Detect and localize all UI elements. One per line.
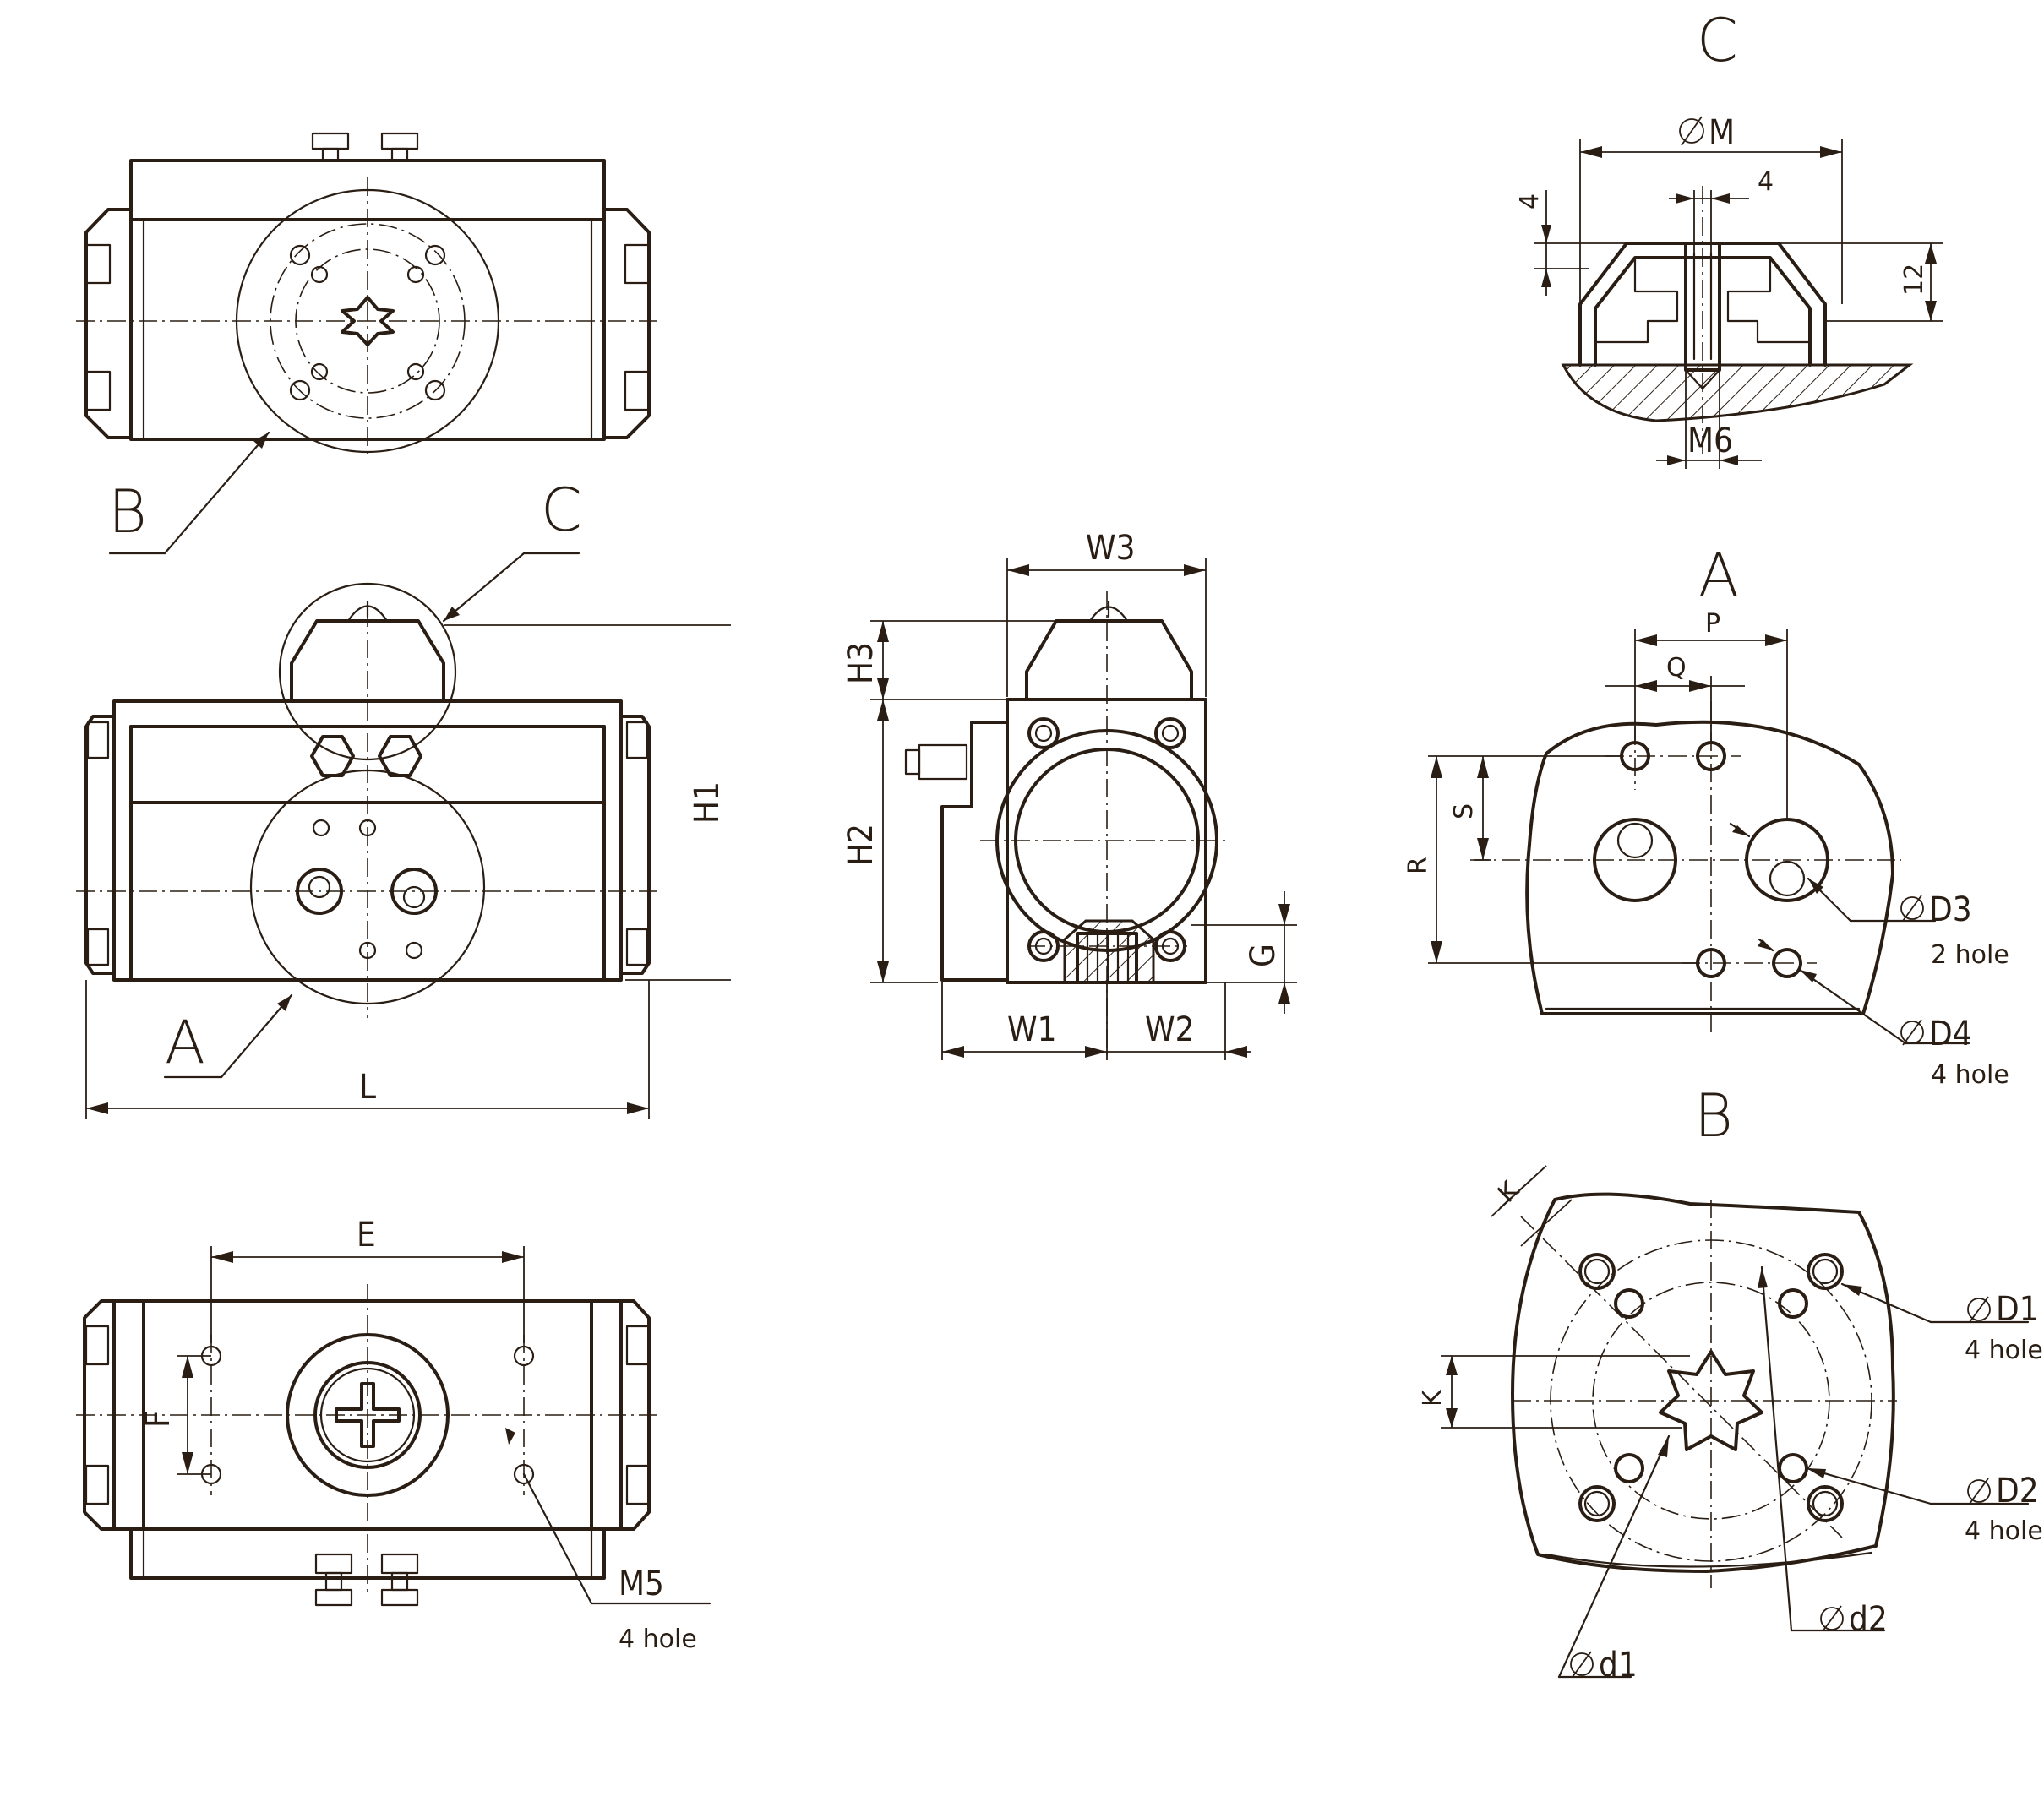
callout-D1-label: D1: [1996, 1290, 2039, 1329]
callout-D2-note: 4 hole: [1965, 1516, 2043, 1546]
dim-H3: H3: [842, 642, 880, 684]
dim-K-vertical: K: [1418, 1389, 1447, 1407]
dim-M6: M6: [1687, 422, 1733, 460]
title-detail-A: A: [1698, 541, 1739, 610]
dim-H1: H1: [688, 781, 727, 824]
label-view-C-front: C: [541, 476, 582, 545]
detail-B: B K K: [1418, 1081, 2043, 1685]
detail-C: C M 4 4: [1515, 6, 1943, 469]
callout-M5-label: M5: [619, 1565, 664, 1603]
dim-4-height: 4: [1515, 193, 1545, 210]
dim-M: M: [1709, 113, 1735, 152]
callout-D4-note: 4 hole: [1931, 1060, 2009, 1090]
dim-G: G: [1244, 944, 1283, 967]
dim-K-diagonal: K: [1492, 1175, 1526, 1209]
title-detail-C: C: [1697, 6, 1738, 75]
dim-L: L: [359, 1068, 376, 1107]
callout-D3-note: 2 hole: [1931, 940, 2009, 970]
dim-W3: W3: [1086, 529, 1135, 568]
top-view: B: [76, 132, 659, 555]
dim-F: F: [139, 1410, 177, 1428]
callout-D3-label: D3: [1929, 890, 1972, 929]
bottom-view: E F M5 4 hole: [76, 1216, 711, 1654]
callout-d2-label: d2: [1849, 1600, 1888, 1639]
dim-E: E: [357, 1216, 376, 1255]
dim-W2: W2: [1145, 1010, 1194, 1049]
callout-D1-note: 4 hole: [1965, 1336, 2043, 1365]
dim-H2: H2: [842, 824, 880, 866]
callout-M5-note: 4 hole: [619, 1625, 697, 1654]
dim-Q: Q: [1666, 653, 1687, 683]
label-view-B: B: [108, 477, 147, 547]
dim-R: R: [1404, 857, 1433, 874]
callout-D4-label: D4: [1929, 1015, 1972, 1053]
callout-D2-label: D2: [1996, 1472, 2039, 1510]
title-detail-B: B: [1694, 1081, 1733, 1151]
dim-S: S: [1449, 803, 1479, 819]
front-view: C A H1 L: [76, 476, 731, 1119]
dim-4-width: 4: [1758, 167, 1774, 197]
dim-P: P: [1705, 609, 1720, 639]
detail-A: A P Q R: [1404, 541, 2009, 1090]
label-view-A-front: A: [165, 1008, 205, 1077]
dim-W1: W1: [1007, 1010, 1056, 1049]
side-view: W3 H3 H2 W1 W2 G: [842, 529, 1297, 1060]
callout-d1-label: d1: [1599, 1646, 1638, 1685]
dim-12: 12: [1900, 264, 1929, 296]
